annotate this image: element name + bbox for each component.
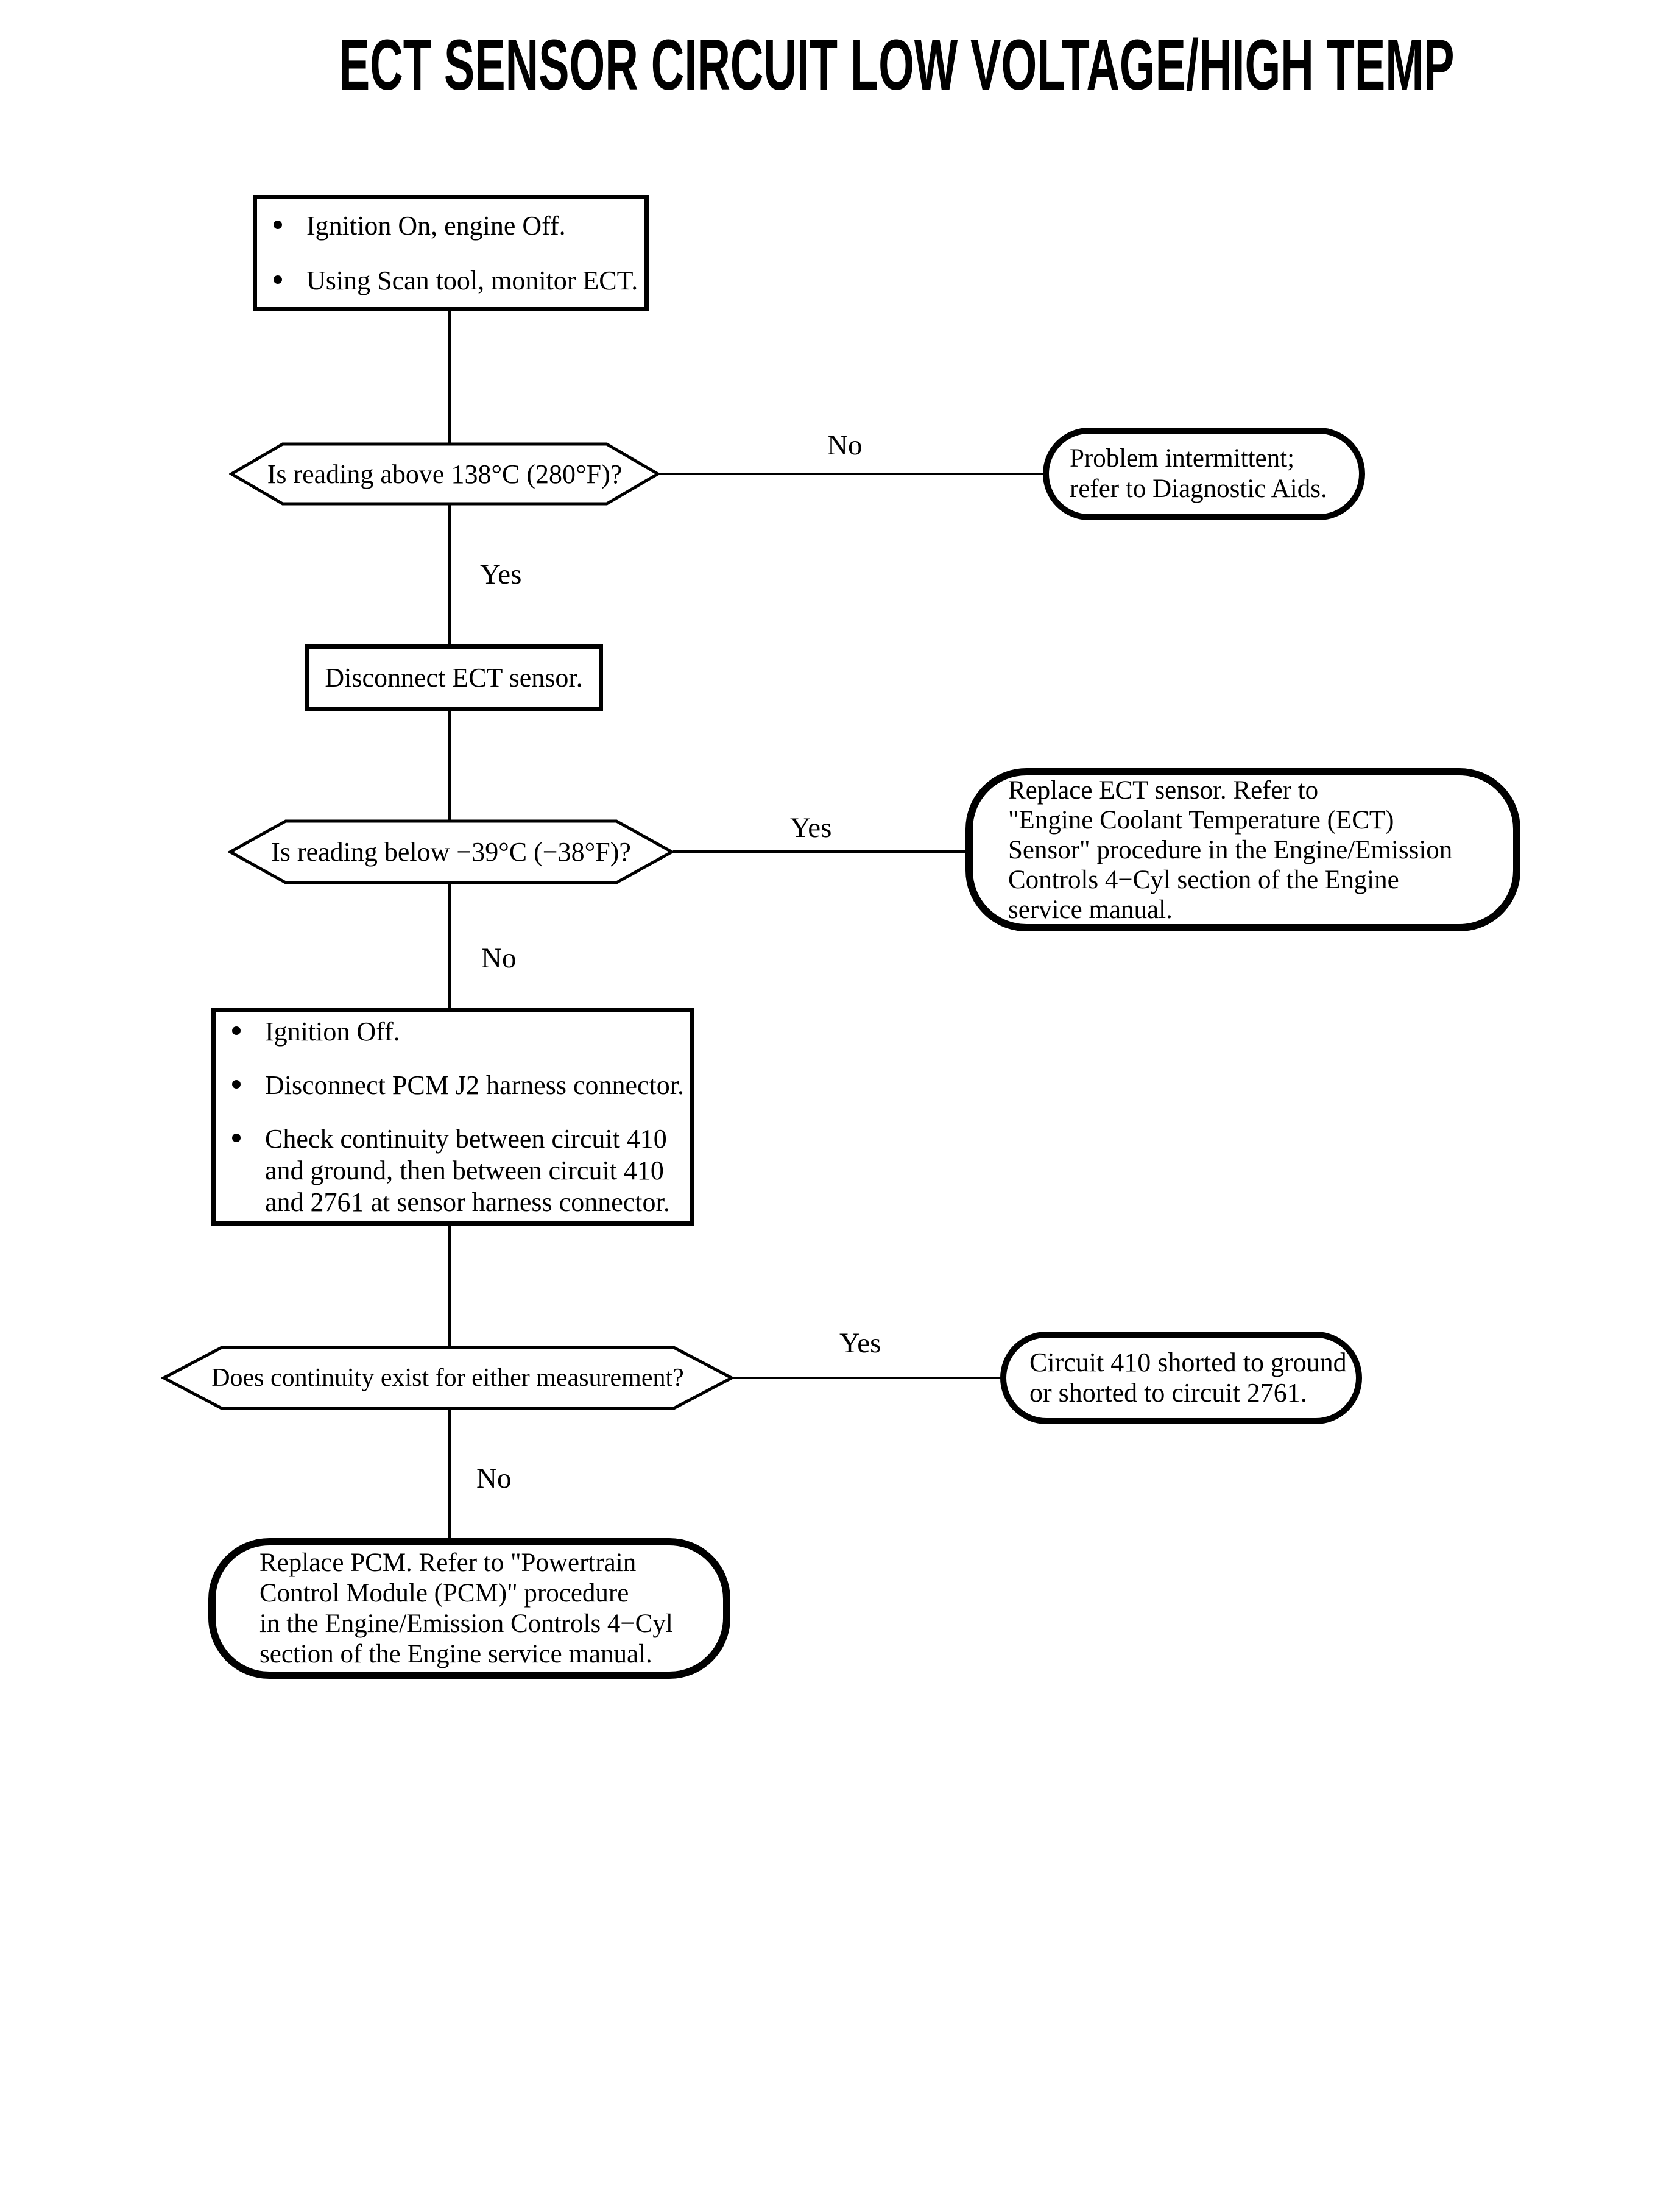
bullet-text: Ignition Off.	[265, 1016, 400, 1047]
check-continuity-bullets: Ignition Off. Disconnect PCM J2 harness …	[216, 1012, 690, 1221]
connector-decision3-to-replace-pcm	[448, 1409, 451, 1539]
action-text: Disconnect ECT sensor.	[325, 663, 583, 693]
connector-checkbox-to-decision3	[448, 1224, 451, 1347]
start-box-bullets: Ignition On, engine Off. Using Scan tool…	[257, 199, 644, 307]
pill-text: Problem intermittent; refer to Diagnosti…	[1070, 444, 1327, 503]
bullet-icon	[232, 1079, 241, 1089]
list-item: Using Scan tool, monitor ECT.	[274, 265, 644, 297]
decision-reading-below-minus39: Is reading below −39°C (−38°F)?	[228, 819, 674, 884]
pill-text: Replace PCM. Refer to "Powertrain Contro…	[259, 1548, 673, 1668]
connector-start-to-decision1	[448, 310, 451, 443]
list-item: Ignition Off.	[232, 1016, 690, 1048]
bullet-icon	[232, 1133, 241, 1142]
edge-label-yes-3: Yes	[839, 1327, 881, 1359]
page-title-text: ECT SENSOR CIRCUIT LOW VOLTAGE/HIGH TEMP	[339, 25, 1455, 105]
edge-label-no-2: No	[481, 942, 517, 974]
bullet-text: Check continuity between circuit 410 and…	[265, 1123, 670, 1217]
edge-label-yes-2: Yes	[790, 812, 832, 844]
bullet-text: Ignition On, engine Off.	[306, 210, 566, 241]
bullet-icon	[274, 275, 282, 284]
bullet-icon	[232, 1026, 241, 1035]
list-item: Check continuity between circuit 410 and…	[232, 1123, 690, 1218]
list-item: Disconnect PCM J2 harness connector.	[232, 1070, 690, 1101]
pill-text: Replace ECT sensor. Refer to "Engine Coo…	[1008, 775, 1453, 924]
bullet-icon	[274, 220, 282, 229]
decision-text: Is reading below −39°C (−38°F)?	[271, 837, 631, 867]
edge-label-no-1: No	[827, 429, 863, 461]
pill-problem-intermittent: Problem intermittent; refer to Diagnosti…	[1043, 428, 1365, 520]
edge-label-no-3: No	[476, 1463, 512, 1494]
pill-text: Circuit 410 shorted to ground or shorted…	[1029, 1347, 1347, 1408]
action-disconnect-ect: Disconnect ECT sensor.	[305, 644, 603, 711]
hexagon-shape	[161, 1346, 734, 1410]
page-title: ECT SENSOR CIRCUIT LOW VOLTAGE/HIGH TEMP	[0, 29, 1680, 101]
pill-circuit-410-shorted: Circuit 410 shorted to ground or shorted…	[1000, 1332, 1362, 1424]
decision-text: Does continuity exist for either measure…	[211, 1364, 684, 1392]
pill-replace-ect-sensor: Replace ECT sensor. Refer to "Engine Coo…	[965, 768, 1520, 931]
hexagon-shape	[229, 442, 660, 506]
connector-decision2-yes-branch	[673, 850, 967, 853]
check-continuity-box: Ignition Off. Disconnect PCM J2 harness …	[211, 1008, 694, 1226]
connector-decision3-yes-branch	[733, 1377, 1001, 1379]
pill-replace-pcm: Replace PCM. Refer to "Powertrain Contro…	[208, 1538, 730, 1679]
connector-decision2-to-checkbox	[448, 883, 451, 1009]
bullet-text: Using Scan tool, monitor ECT.	[306, 265, 638, 295]
connector-action-to-decision2	[448, 710, 451, 821]
hexagon-shape	[228, 819, 674, 884]
edge-label-yes-1: Yes	[480, 559, 522, 590]
decision-reading-above-138: Is reading above 138°C (280°F)?	[229, 442, 660, 506]
connector-decision1-to-action	[448, 504, 451, 646]
decision-continuity-exists: Does continuity exist for either measure…	[161, 1346, 734, 1410]
bullet-text: Disconnect PCM J2 harness connector.	[265, 1070, 684, 1100]
decision-text: Is reading above 138°C (280°F)?	[267, 459, 623, 489]
start-box: Ignition On, engine Off. Using Scan tool…	[253, 195, 649, 311]
list-item: Ignition On, engine Off.	[274, 210, 644, 242]
connector-decision1-no-branch	[659, 473, 1044, 475]
